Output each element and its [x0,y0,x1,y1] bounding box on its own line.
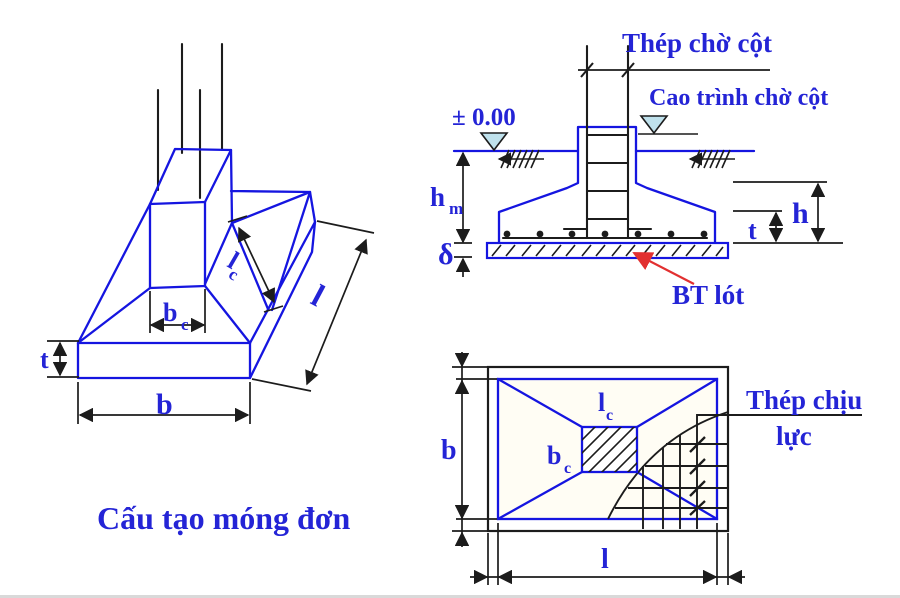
level-symbol-zero [479,132,509,152]
bt-lot-arrow [632,252,695,285]
soil-hatch-left [497,149,544,169]
section-bottom-rebar [501,230,709,240]
plan-label-bc-sub: c [564,460,571,477]
mesh-break-arc [607,411,729,520]
plan-label-bc: b [547,441,561,470]
iso-label-l: l [306,277,331,313]
section-label-delta: δ [438,238,454,271]
thep-chiu-luc-leader [696,414,862,529]
rebar-dots [503,230,708,238]
section-dimension-h [733,181,843,244]
section-label-hm: h [430,182,445,212]
plan-label-lc: l [598,388,605,417]
column-hatch [582,427,637,472]
iso-label-bc-sub: c [181,315,189,334]
plan-dimension-l [470,523,745,585]
section-column-rebar [562,44,653,239]
section-label-cao-trinh: Cao trình chờ cột [649,85,828,111]
iso-label-t: t [40,345,49,374]
section-label-t: t [748,216,757,245]
section-label-hm-sub: m [449,199,463,218]
section-footing-outline [497,125,717,245]
bt-lot-hatch [491,244,724,257]
image-bottom-edge [0,595,900,598]
soil-hatch-right [688,149,735,169]
thep-cho-cot-leader [578,62,770,78]
level-symbol-cao-trinh [638,115,698,135]
iso-label-bc: b [163,298,177,327]
iso-dimension-l [251,220,375,392]
plan-bt-lot-outline [486,365,730,533]
plan-label-thep-chiu-luc-2: lực [776,421,812,451]
iso-label-b: b [156,388,173,421]
plan-dimension-b [452,352,497,547]
iso-dimension-bc [149,289,206,333]
diagram-caption: Cấu tạo móng đơn [97,500,351,536]
iso-footing-outline [76,147,317,380]
plan-slope-diagonals [496,377,719,521]
iso-dimension-b [77,382,251,424]
section-view: Thép chờ cột Cao trình chờ cột ± 0.00 h … [430,28,843,310]
section-label-bt-lot: BT lót [672,280,744,310]
iso-column-rebar [156,42,224,200]
plan-view: l c b c b l Thép chịu lực [441,352,862,585]
section-bt-lot-strip [485,241,730,260]
plan-label-l: l [601,544,609,575]
section-label-h: h [792,197,809,230]
section-dimension-hm [454,151,472,277]
plan-label-b: b [441,435,457,466]
section-label-thep-cho-cot: Thép chờ cột [622,28,772,58]
plan-label-lc-sub: c [606,407,613,424]
section-label-level: ± 0.00 [452,104,516,131]
section-dimension-t [733,210,784,243]
plan-label-thep-chiu-luc-1: Thép chịu [746,385,862,415]
iso-dimension-t [47,340,79,378]
plan-column-section [580,425,639,474]
iso-view: b c t b l l c [40,42,375,424]
iso-dimension-lc [227,215,284,313]
